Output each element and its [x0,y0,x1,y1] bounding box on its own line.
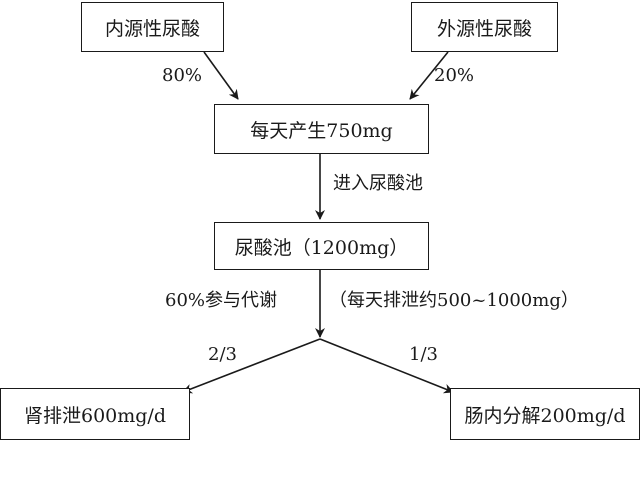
daily-excretion-label: （每天排泄约500~1000mg） [329,290,579,311]
endogenous-share-label: 80% [162,65,203,86]
arrow-split-to-intestinal [319,338,454,394]
exogenous-urate-label: 外源性尿酸 [436,17,532,40]
enter-pool-label: 进入尿酸池 [333,173,423,194]
arrow-exogenous-to-production [409,51,449,100]
endogenous-urate-label: 内源性尿酸 [104,17,200,40]
intestinal-decomposition-box: 肠内分解200mg/d [450,388,640,440]
metabolism-share-label: 60%参与代谢 [165,290,278,311]
endogenous-urate-box: 内源性尿酸 [81,2,224,52]
exogenous-urate-box: 外源性尿酸 [411,2,558,52]
renal-excretion-box: 肾排泄600mg/d [0,388,190,440]
daily-production-label: 每天产生750mg [250,119,393,142]
arrow-endogenous-to-production [203,51,239,100]
urate-pool-label: 尿酸池（1200mg） [234,236,409,259]
urate-pool-box: 尿酸池（1200mg） [214,222,429,270]
renal-fraction-label: 2/3 [208,344,237,365]
intestinal-fraction-label: 1/3 [409,344,438,365]
daily-production-box: 每天产生750mg [214,104,429,154]
arrow-split-to-renal [182,338,321,394]
exogenous-share-label: 20% [434,65,475,86]
intestinal-decomposition-label: 肠内分解200mg/d [464,404,626,427]
renal-excretion-label: 肾排泄600mg/d [23,404,166,427]
